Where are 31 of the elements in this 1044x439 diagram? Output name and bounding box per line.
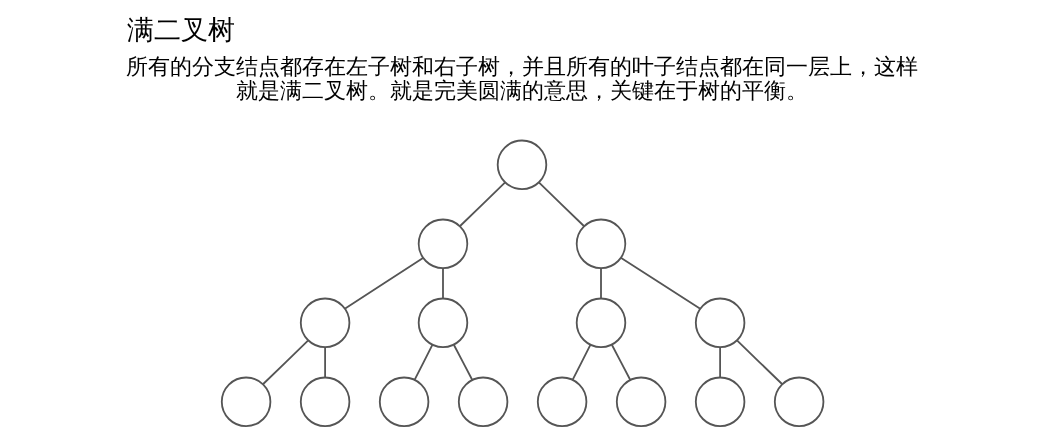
connector	[459, 181, 506, 227]
node-circle	[575, 218, 627, 270]
connector	[719, 346, 722, 379]
connector	[442, 267, 444, 300]
connector	[736, 339, 783, 385]
node-circle	[773, 376, 825, 428]
connector	[600, 267, 602, 300]
node-circle	[536, 376, 588, 428]
connector	[344, 257, 424, 310]
connector	[538, 181, 585, 227]
node-circle	[457, 376, 509, 428]
node-circle	[694, 297, 746, 349]
connector	[571, 344, 592, 381]
node-circle	[615, 376, 667, 428]
label: 所有的分支结点都存在左子树和右子树，并且所有的叶子结点都在同一层上，这样就是满二叉树。就是完美圆满的意思，关键在于树的平衡。	[126, 54, 918, 104]
connector	[324, 346, 326, 379]
connector	[262, 339, 309, 385]
node-circle	[694, 376, 746, 428]
node-circle	[299, 376, 351, 428]
node-circle	[496, 139, 548, 190]
connector	[611, 344, 632, 381]
connector	[413, 344, 434, 381]
node-circle	[299, 297, 351, 349]
node-circle	[378, 376, 430, 428]
node-circle	[417, 218, 469, 270]
connector	[620, 257, 702, 310]
connector	[453, 344, 474, 381]
node-circle	[220, 376, 272, 428]
diagram-title: 满二叉树	[127, 14, 236, 46]
node-circle	[575, 297, 627, 349]
node-circle	[417, 297, 469, 349]
